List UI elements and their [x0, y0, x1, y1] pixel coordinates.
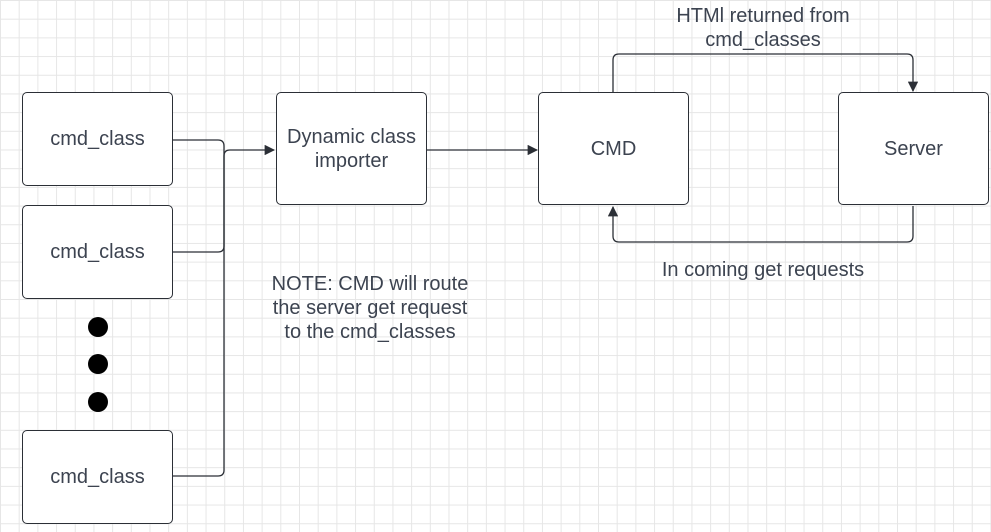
edge-cmd-class-3-to-importer [173, 144, 276, 477]
server-label: Server [884, 137, 943, 160]
note-label: NOTE: CMD will route the server get requ… [271, 273, 469, 343]
cmd-class-label-3: cmd_class [50, 466, 145, 488]
server-node[interactable]: Server [838, 92, 989, 205]
cmd-class-node-2[interactable]: cmd_class [22, 205, 173, 299]
edge-server-to-cmd [607, 205, 914, 243]
cmd-class-node-1[interactable]: cmd_class [22, 92, 173, 186]
importer-label: Dynamic class importer [287, 125, 416, 172]
edge-cmd-class-2-to-importer [173, 150, 225, 253]
importer-node[interactable]: Dynamic class importer [276, 92, 427, 205]
html-returned-label: HTMl returned from cmd_classes [676, 5, 850, 51]
ellipsis-dot-1 [88, 317, 108, 337]
cmd-label: CMD [590, 137, 637, 160]
cmd-class-node-3[interactable]: cmd_class [22, 430, 173, 524]
edge-cmd-to-server [612, 53, 919, 93]
edge-cmd-class-1-to-importer [173, 139, 225, 150]
incoming-requests-label: In coming get requests [661, 259, 865, 281]
cmd-node[interactable]: CMD [538, 92, 689, 205]
ellipsis-dot-2 [88, 354, 108, 374]
cmd-class-label-1: cmd_class [50, 128, 145, 150]
cmd-class-label-2: cmd_class [50, 241, 145, 263]
ellipsis-dot-3 [88, 392, 108, 412]
